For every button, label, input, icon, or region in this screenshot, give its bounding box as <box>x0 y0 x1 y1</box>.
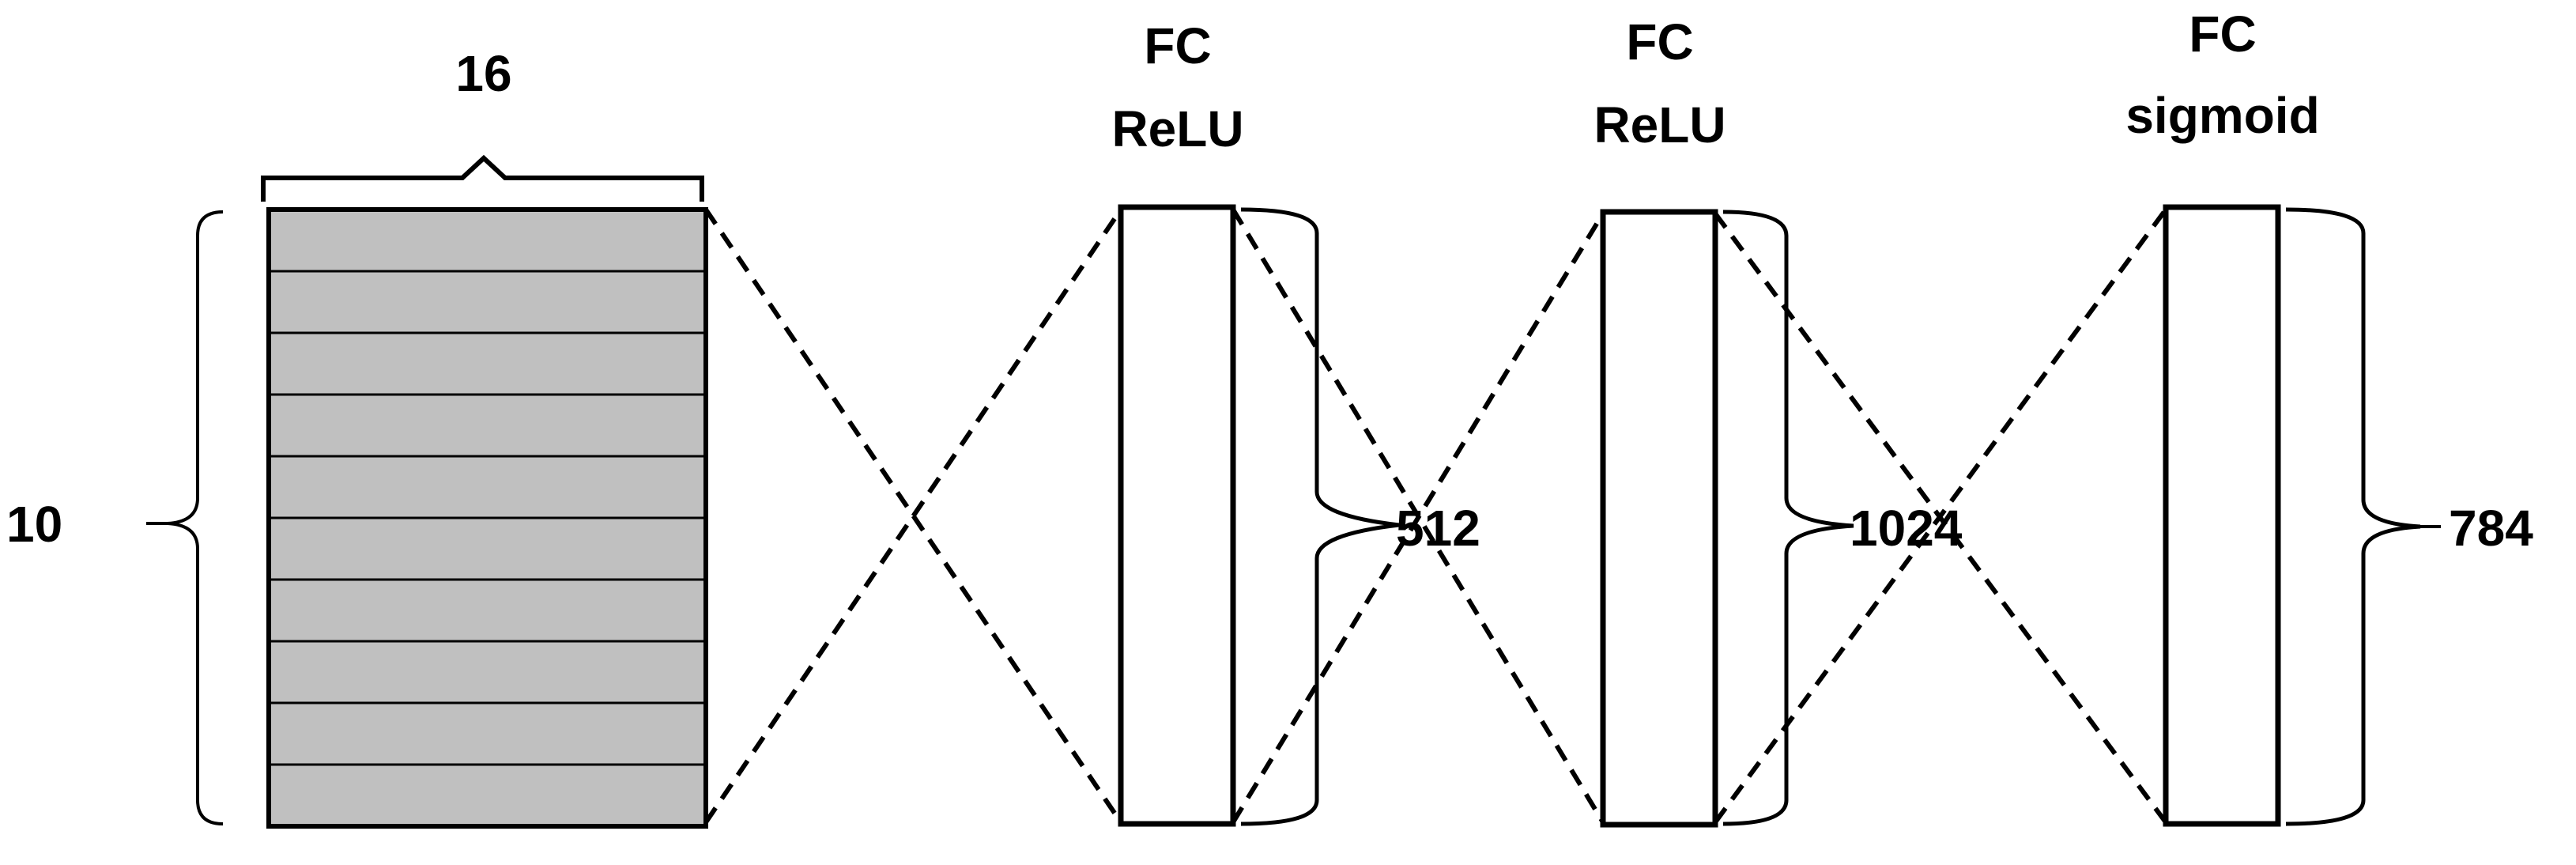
layer-size-brace <box>2285 207 2421 826</box>
layer-size-label: 512 <box>1396 500 1480 557</box>
layer-fc-relu-1024: FC ReLU 1024 <box>1593 13 1963 828</box>
layer-activation-label: ReLU <box>1593 96 1726 153</box>
input-width-label: 16 <box>455 45 511 102</box>
layer-activation-label: sigmoid <box>2125 87 2319 144</box>
layer-size-label: 784 <box>2449 500 2533 557</box>
layer-fc-sigmoid-784: FC sigmoid 784 <box>2125 6 2533 827</box>
layer-size-brace <box>1722 210 1854 826</box>
connection-lines <box>703 208 2168 824</box>
connection-line <box>1713 208 2168 824</box>
layer-type-label: FC <box>1144 17 1211 74</box>
layer-size-brace <box>1240 207 1400 826</box>
input-height-label: 10 <box>6 496 62 553</box>
input-width-brace <box>261 154 704 202</box>
layer-rect <box>1118 204 1236 827</box>
layer-rect <box>1600 209 1718 828</box>
input-block-rows <box>269 270 706 766</box>
layer-type-label: FC <box>2189 6 2256 62</box>
input-height-brace <box>167 210 224 825</box>
layer-size-label: 1024 <box>1850 500 1963 557</box>
connection-line <box>703 208 1123 824</box>
input-width-annotation: 16 <box>261 45 704 202</box>
layer-rect <box>2163 204 2281 827</box>
connection-line <box>1231 212 1605 824</box>
input-height-annotation: 10 <box>6 210 224 825</box>
layer-type-label: FC <box>1626 13 1693 70</box>
layer-fc-relu-512: FC ReLU 512 <box>1111 17 1480 827</box>
input-block <box>266 207 708 829</box>
layer-activation-label: ReLU <box>1111 100 1243 157</box>
